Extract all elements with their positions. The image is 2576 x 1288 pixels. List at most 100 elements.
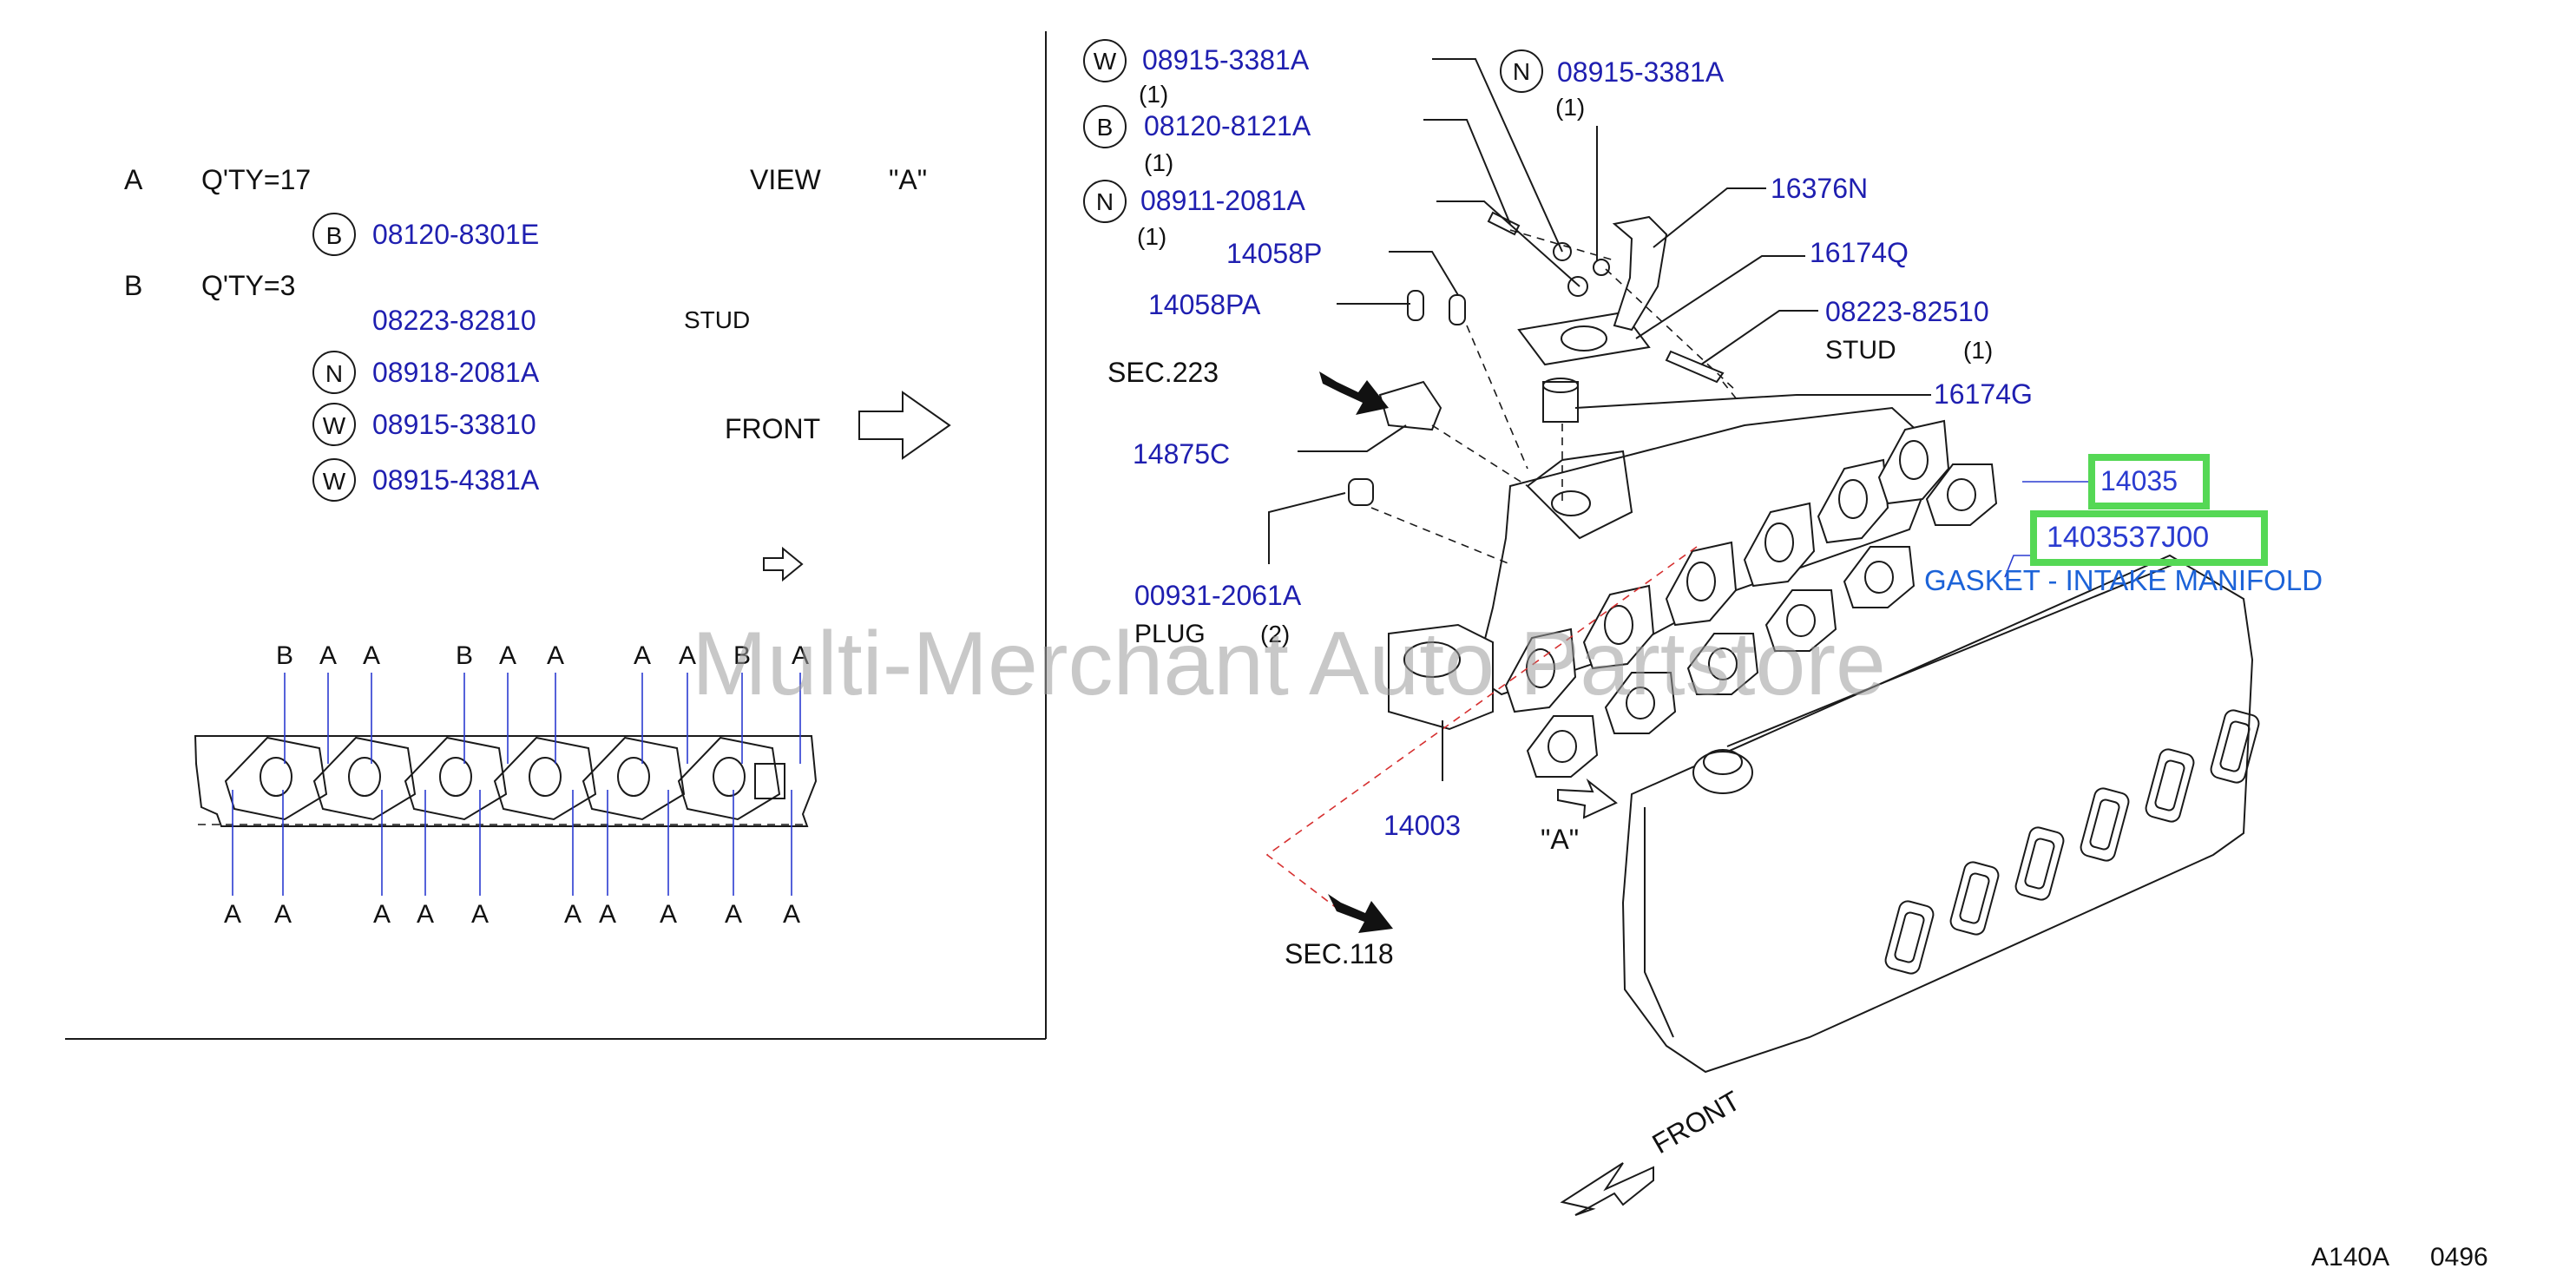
legend-b-letter: B — [124, 270, 142, 301]
dash-line — [1722, 381, 1741, 404]
throttle-gasket-hole — [1561, 325, 1607, 352]
plug-qty: (2) — [1260, 621, 1290, 647]
bolt-label-top: A — [499, 641, 516, 670]
c3-part[interactable]: 08911-2081A — [1140, 185, 1305, 216]
leader-00931 — [1268, 492, 1346, 564]
runner-port — [1838, 479, 1868, 519]
gasket-14035-port — [1604, 672, 1677, 734]
spacer-16174g — [1542, 381, 1579, 423]
cylinder-head-edge — [1644, 807, 1674, 1038]
gasket-port — [439, 757, 472, 797]
part-14058pa[interactable]: 14058PA — [1148, 289, 1261, 320]
c2-part[interactable]: 08120-8121A — [1144, 110, 1311, 141]
legend-b-stud-part[interactable]: 08223-82810 — [372, 305, 536, 336]
runner-port — [1686, 562, 1716, 601]
part-14035[interactable]: 14035 — [2100, 465, 2178, 496]
legend-a-item-badge: B — [326, 222, 343, 249]
front-arrow-bottom-icon — [1560, 1162, 1654, 1216]
c3-qty: (1) — [1137, 223, 1166, 250]
legend-b-qty: Q'TY=3 — [201, 270, 295, 301]
manifold-runner — [1817, 458, 1889, 544]
view-arrow-icon — [763, 546, 804, 582]
legend: A Q'TY=17 B 08120-8301E B Q'TY=3 08223-8… — [124, 164, 927, 502]
bolt-label-top: A — [679, 641, 696, 670]
gasket-port — [348, 757, 381, 797]
leader-08120 — [1423, 119, 1511, 225]
gasket-hole — [1947, 478, 1976, 511]
sec223-label[interactable]: SEC.223 — [1107, 357, 1219, 388]
sec118-label[interactable]: SEC.118 — [1285, 938, 1394, 969]
washer-08915-b — [1593, 259, 1610, 276]
part-08223-82510[interactable]: 08223-82510 — [1825, 296, 1989, 327]
part-16376n[interactable]: 16376N — [1771, 173, 1868, 204]
sec223-arrow-icon — [1319, 371, 1389, 415]
bolt-label-bottom: A — [725, 900, 742, 929]
legend-a-letter: A — [124, 164, 143, 195]
part-14875c[interactable]: 14875C — [1133, 438, 1230, 470]
red-dash-line — [1265, 546, 1698, 912]
head-intake-port — [2080, 787, 2130, 862]
gasket-port — [260, 757, 292, 797]
dash-line — [1605, 268, 1737, 391]
part-14058p[interactable]: 14058P — [1226, 238, 1322, 269]
c1-badge: W — [1094, 48, 1117, 75]
footer-number: 0496 — [2430, 1243, 2488, 1272]
part-14003[interactable]: 14003 — [1383, 810, 1461, 841]
leader-14875c — [1298, 424, 1407, 452]
head-intake-port-inner — [2024, 838, 2055, 890]
manifold-inlet — [1526, 450, 1633, 540]
pipe-14875c — [1378, 380, 1442, 431]
head-intake-port-inner — [1894, 911, 1925, 963]
highlight-box-14035 — [2088, 454, 2210, 509]
gasket-port-flange — [404, 736, 508, 821]
legend-b-stud-label: STUD — [684, 306, 750, 333]
part-16174g[interactable]: 16174G — [1934, 378, 2033, 410]
legend-a-item-part[interactable]: 08120-8301E — [372, 219, 539, 250]
stud-qty: (1) — [1963, 337, 1993, 364]
head-intake-port — [2014, 826, 2065, 901]
gasket-14035-port — [1764, 589, 1837, 652]
gasket-hole — [1548, 730, 1577, 763]
head-intake-port-inner — [2154, 759, 2185, 812]
manifold-runner — [1504, 628, 1577, 713]
view-a-label: "A" — [1541, 824, 1579, 855]
stud-label: STUD — [1825, 336, 1896, 365]
bolt-label-bottom: A — [373, 900, 391, 929]
gasket-port — [754, 763, 785, 799]
legend-b-item-1-part[interactable]: 08918-2081A — [372, 357, 540, 388]
gasket-outline — [194, 735, 818, 827]
c4-part[interactable]: 08915-3381A — [1557, 56, 1725, 88]
legend-b-item-3-badge: W — [323, 468, 346, 495]
legend-b-item-2-badge: W — [323, 412, 346, 439]
cylinder-head — [1621, 554, 2254, 1074]
bolt-label-top: A — [634, 641, 651, 670]
c1-qty: (1) — [1139, 81, 1168, 108]
bolt-label-bottom: A — [274, 900, 292, 929]
bolt-label-top: B — [276, 641, 293, 670]
gasket-port-flange — [582, 736, 686, 821]
front-label-bottom: FRONT — [1647, 1085, 1745, 1160]
c2-qty: (1) — [1144, 149, 1173, 176]
badge-w-circle-2 — [312, 458, 356, 502]
legend-view-label: VIEW — [750, 164, 822, 195]
legend-b-item-3-part[interactable]: 08915-4381A — [372, 464, 540, 496]
c1-part[interactable]: 08915-3381A — [1142, 44, 1310, 76]
badge-w-circle — [312, 403, 356, 446]
head-intake-port — [1949, 861, 2000, 936]
stud-08223 — [1665, 350, 1725, 384]
leader-16174q — [1635, 255, 1805, 339]
part-1403537j00[interactable]: 1403537J00 — [2047, 521, 2209, 554]
legend-b-item-2-part[interactable]: 08915-33810 — [372, 409, 536, 440]
gasket-hole — [1786, 604, 1816, 637]
part-00931[interactable]: 00931-2061A — [1134, 580, 1302, 611]
gasket-hole — [1864, 561, 1894, 594]
part-16174q[interactable]: 16174Q — [1810, 237, 1909, 268]
bolt-label-top: A — [363, 641, 380, 670]
leader-14035j — [2004, 555, 2035, 578]
bolt-label-bottom: A — [564, 900, 582, 929]
gasket-14035-port — [1526, 715, 1599, 778]
head-intake-port-inner — [1959, 872, 1990, 924]
cap-14058pa — [1407, 290, 1424, 321]
